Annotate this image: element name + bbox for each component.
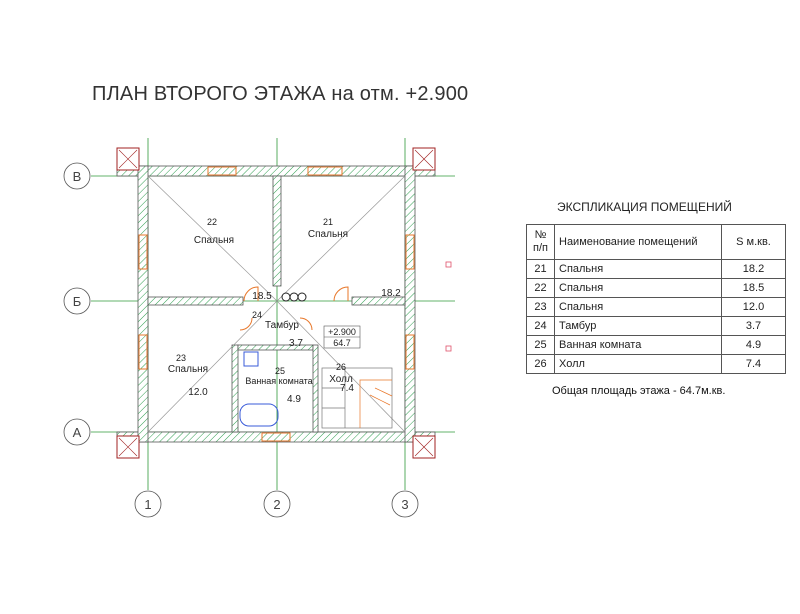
room-name-23: Спальня bbox=[168, 364, 208, 375]
axis-marker-b: Б bbox=[63, 287, 91, 315]
cell-area: 3.7 bbox=[721, 316, 786, 336]
room-labels: 22 Спальня 18.5 21 Спальня 18.2 24 Тамбу… bbox=[168, 217, 401, 405]
interior-walls bbox=[147, 175, 406, 433]
room-area-23: 12.0 bbox=[188, 387, 208, 398]
socket-markers bbox=[445, 261, 452, 352]
cell-area: 4.9 bbox=[721, 335, 786, 355]
cell-number: 26 bbox=[526, 354, 555, 374]
room-number-24: 24 bbox=[252, 310, 262, 320]
axis-marker-2: 2 bbox=[263, 490, 291, 518]
heating-pipes bbox=[281, 292, 307, 302]
level-mark: +2.900 64.7 bbox=[323, 325, 361, 349]
bathroom-fixtures bbox=[239, 351, 279, 427]
room-area-22: 18.5 bbox=[252, 291, 272, 302]
cell-number: 23 bbox=[526, 297, 555, 317]
room-number-25: 25 bbox=[275, 366, 285, 376]
cell-name: Холл bbox=[554, 354, 722, 374]
cell-name: Спальня bbox=[554, 297, 722, 317]
cell-number: 22 bbox=[526, 278, 555, 298]
axis-label-v: В bbox=[73, 169, 82, 184]
axis-marker-1: 1 bbox=[134, 490, 162, 518]
table-row: 25 Ванная комната 4.9 bbox=[526, 335, 786, 355]
room-name-24: Тамбур bbox=[265, 319, 299, 331]
table-row: 26 Холл 7.4 bbox=[526, 354, 786, 374]
axis-marker-a: А bbox=[63, 418, 91, 446]
table-row: 22 Спальня 18.5 bbox=[526, 278, 786, 298]
axis-label-3: 3 bbox=[401, 497, 408, 512]
corner-columns bbox=[116, 147, 436, 459]
table-row: 24 Тамбур 3.7 bbox=[526, 316, 786, 336]
doors bbox=[239, 286, 349, 331]
table-row: 21 Спальня 18.2 bbox=[526, 259, 786, 279]
room-name-26: Холл bbox=[329, 374, 353, 385]
cell-area: 7.4 bbox=[721, 354, 786, 374]
room-number-22: 22 bbox=[207, 217, 217, 227]
table-row: 23 Спальня 12.0 bbox=[526, 297, 786, 317]
axis-label-a: А bbox=[73, 425, 82, 440]
room-number-26: 26 bbox=[336, 362, 346, 372]
windows bbox=[138, 166, 415, 442]
room-name-21: Спальня bbox=[308, 229, 348, 240]
room-name-22: Спальня bbox=[194, 235, 234, 246]
cell-number: 21 bbox=[526, 259, 555, 279]
roof-lines bbox=[147, 175, 406, 433]
room-number-21: 21 bbox=[323, 217, 333, 227]
staircase bbox=[321, 367, 393, 429]
room-area-25: 4.9 bbox=[287, 394, 301, 405]
level-total-area: 64.7 bbox=[333, 338, 351, 348]
header-name: Наименование помещений bbox=[554, 224, 722, 260]
axis-label-b: Б bbox=[73, 294, 82, 309]
cell-name: Спальня bbox=[554, 278, 722, 298]
room-name-25: Ванная комната bbox=[245, 376, 312, 386]
axis-label-2: 2 bbox=[273, 497, 280, 512]
plan-title: ПЛАН ВТОРОГО ЭТАЖА на отм. +2.900 bbox=[92, 83, 469, 105]
cell-name: Тамбур bbox=[554, 316, 722, 336]
cell-area: 18.5 bbox=[721, 278, 786, 298]
explication-header-row: № п/п Наименование помещений S м.кв. bbox=[526, 224, 786, 260]
room-area-24: 3.7 bbox=[289, 338, 303, 349]
cell-number: 24 bbox=[526, 316, 555, 336]
cell-number: 25 bbox=[526, 335, 555, 355]
cell-area: 12.0 bbox=[721, 297, 786, 317]
cell-name: Спальня bbox=[554, 259, 722, 279]
header-number: № п/п bbox=[526, 224, 555, 260]
bathtub-icon bbox=[239, 403, 279, 427]
cell-area: 18.2 bbox=[721, 259, 786, 279]
room-number-23: 23 bbox=[176, 353, 186, 363]
explication-table: № п/п Наименование помещений S м.кв. 21 … bbox=[526, 224, 786, 374]
axis-marker-3: 3 bbox=[391, 490, 419, 518]
level-elevation: +2.900 bbox=[328, 327, 356, 337]
room-area-26: 7.4 bbox=[340, 383, 354, 394]
explication-title: ЭКСПЛИКАЦИЯ ПОМЕЩЕНИЙ bbox=[557, 200, 732, 214]
toilet-icon bbox=[243, 351, 259, 367]
cell-name: Ванная комната bbox=[554, 335, 722, 355]
room-area-21: 18.2 bbox=[381, 288, 401, 299]
axis-label-1: 1 bbox=[144, 497, 151, 512]
header-number-text: № п/п bbox=[533, 229, 548, 254]
axis-marker-v: В bbox=[63, 162, 91, 190]
total-floor-area: Общая площадь этажа - 64.7м.кв. bbox=[552, 385, 726, 397]
axis-markers: В Б А 1 2 3 bbox=[63, 162, 419, 518]
header-area: S м.кв. bbox=[721, 224, 786, 260]
